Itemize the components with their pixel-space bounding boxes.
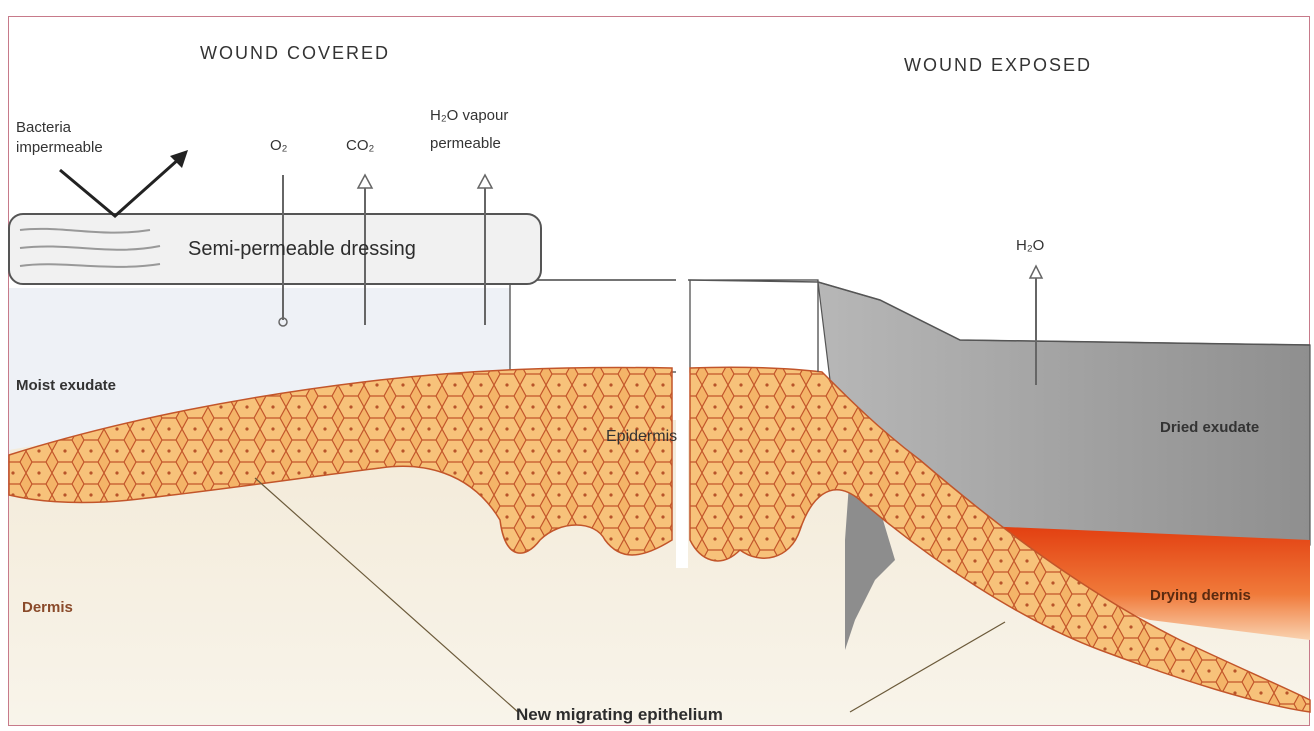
label-vapour-line2: permeable <box>430 136 501 153</box>
label-dried-exudate: Dried exudate <box>1160 420 1259 437</box>
heading-wound-covered: WOUND COVERED <box>200 44 390 64</box>
label-epidermis: Epidermis <box>606 428 677 446</box>
label-new-epithelium: New migrating epithelium <box>516 706 723 725</box>
label-moist-exudate: Moist exudate <box>16 378 116 395</box>
bacteria-arrow <box>60 158 180 216</box>
label-co2: CO₂ <box>346 138 374 155</box>
h2o-arrowhead <box>1030 266 1042 278</box>
heading-wound-exposed: WOUND EXPOSED <box>904 56 1092 76</box>
label-bacteria-line1: Bacteria <box>16 120 71 137</box>
wound-cavity <box>510 280 818 372</box>
label-dressing: Semi-permeable dressing <box>188 238 416 260</box>
label-exposed-h2o: H₂O <box>1016 238 1044 255</box>
label-drying-dermis: Drying dermis <box>1150 588 1251 605</box>
section-gap <box>676 278 688 568</box>
co2-arrowhead <box>358 175 372 188</box>
label-o2: O₂ <box>270 138 288 155</box>
label-bacteria-line2: impermeable <box>16 140 103 157</box>
label-vapour-line1: H₂O vapour <box>430 108 508 125</box>
vapour-arrowhead <box>478 175 492 188</box>
label-dermis: Dermis <box>22 600 73 617</box>
